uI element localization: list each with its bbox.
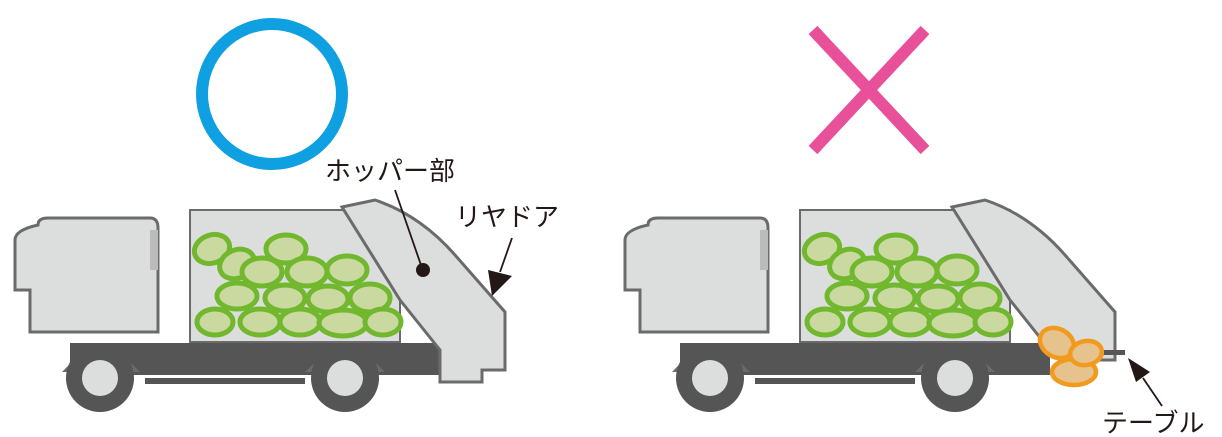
- rear-door-leader-line: [499, 237, 513, 273]
- table-label: テーブル: [1102, 409, 1204, 437]
- rear-door-label: リヤドア: [455, 203, 559, 233]
- front-wheel: [66, 344, 134, 412]
- garbage-bag: [873, 232, 919, 266]
- garbage-bag: [316, 307, 370, 339]
- garbage-bags: [191, 231, 404, 339]
- garbage-bag: [934, 253, 980, 287]
- garbage-bag: [849, 255, 895, 289]
- garbage-bag: [263, 232, 309, 266]
- garbage-bag: [847, 306, 893, 338]
- spilled-bags: [1037, 325, 1105, 388]
- garbage-bag: [926, 307, 980, 339]
- garbage-bag: [804, 306, 846, 338]
- rear-wheel: [921, 344, 989, 412]
- garbage-truck-correct: [13, 198, 507, 412]
- garbage-bag: [824, 280, 870, 312]
- wrong-mark-cross: [808, 25, 930, 155]
- right-panel: テーブル: [623, 25, 1204, 437]
- hopper-pointer-dot: [416, 263, 430, 277]
- truck-side-rail: [145, 378, 305, 384]
- garbage-bag: [191, 231, 233, 267]
- left-panel: ホッパー部 リヤドア: [13, 18, 559, 412]
- rear-wheel: [311, 344, 379, 412]
- garbage-bag: [237, 306, 283, 338]
- rear-hopper: [949, 198, 1117, 362]
- garbage-truck-incorrect: [623, 198, 1125, 412]
- cab-window: [760, 230, 768, 270]
- truck-cab: [13, 216, 160, 334]
- spilled-bag: [1067, 338, 1105, 368]
- garbage-bag: [887, 306, 933, 338]
- garbage-bag: [894, 255, 940, 289]
- garbage-bag: [239, 255, 285, 289]
- garbage-bags: [801, 231, 1014, 339]
- table-arrowhead: [1128, 358, 1150, 382]
- correct-mark-circle: [196, 18, 348, 170]
- garbage-bag: [277, 306, 323, 338]
- cab-window: [150, 230, 158, 270]
- garbage-bag: [194, 306, 236, 338]
- loading-table: [1095, 350, 1125, 355]
- rear-door-arrowhead: [488, 270, 512, 296]
- truck-cab: [623, 216, 770, 334]
- garbage-bag: [284, 255, 330, 289]
- garbage-bag: [362, 306, 404, 338]
- garbage-bag: [214, 280, 260, 312]
- truck-side-rail: [755, 378, 915, 384]
- garbage-bag: [972, 306, 1014, 338]
- garbage-bag: [324, 253, 370, 287]
- hopper-leader-line: [394, 189, 423, 269]
- garbage-bag: [801, 231, 843, 267]
- table-leader-line: [1142, 377, 1163, 407]
- hopper-label: ホッパー部: [325, 157, 455, 187]
- front-wheel: [676, 344, 744, 412]
